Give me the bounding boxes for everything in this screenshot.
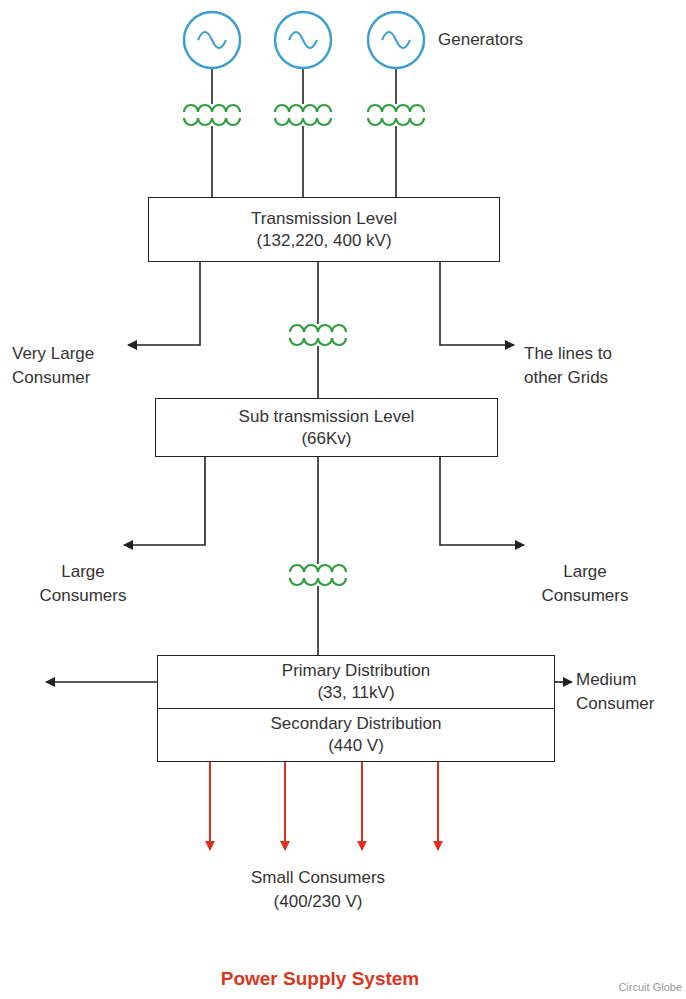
level-box: Transmission Level(132,220, 400 kV) [148, 197, 500, 262]
voltage-value: (440 V) [328, 735, 384, 757]
level-box: Secondary Distribution(440 V) [157, 708, 555, 762]
transformer-coil [275, 105, 331, 112]
branch-arrow [440, 457, 524, 545]
sine-symbol [198, 32, 226, 48]
voltage-value: (66Kv) [301, 428, 351, 450]
level-name: Secondary Distribution [270, 713, 441, 735]
level-box: Primary Distribution(33, 11kV) [157, 655, 555, 709]
branch-arrow [128, 262, 200, 345]
consumer-label: Medium Consumer [576, 668, 680, 716]
generator-lead [395, 68, 397, 197]
consumer-label: Very Large Consumer [12, 342, 122, 390]
transformer-coil [184, 105, 240, 112]
transformer-gap [286, 324, 350, 346]
generator-label: Generators [438, 28, 568, 52]
level-name: Sub transmission Level [239, 406, 415, 428]
generator-symbol [275, 12, 331, 68]
figure-caption: Power Supply System [120, 968, 520, 990]
transformer-coil [290, 325, 346, 332]
voltage-value: (132,220, 400 kV) [256, 230, 391, 252]
transformer-coil [290, 338, 346, 345]
level-name: Transmission Level [251, 208, 397, 230]
feed-line [317, 457, 319, 655]
transformer-gap [286, 564, 350, 586]
supply-arrow [437, 760, 439, 850]
generator-symbol [368, 12, 424, 68]
branch-arrow [555, 681, 572, 683]
sine-symbol [289, 32, 317, 48]
branch-arrow [440, 262, 514, 345]
transformer-coil [368, 105, 424, 112]
level-name: Primary Distribution [282, 660, 430, 682]
transformer-coil [184, 118, 240, 125]
consumer-label: Small Consumers (400/230 V) [228, 866, 408, 914]
watermark: Circuit Globe [590, 980, 682, 994]
generator-symbol [184, 12, 240, 68]
sine-symbol [382, 32, 410, 48]
voltage-value: (33, 11kV) [317, 682, 394, 704]
consumer-label: Large Consumers [520, 560, 650, 608]
generator-lead [211, 68, 213, 197]
consumer-label: Large Consumers [18, 560, 148, 608]
transformer-gap [180, 104, 244, 126]
generator-lead [302, 68, 304, 197]
transformer-gap [271, 104, 335, 126]
level-box: Sub transmission Level(66Kv) [155, 398, 498, 457]
branch-arrow [124, 457, 205, 545]
transformer-coil [368, 118, 424, 125]
transformer-coil [275, 118, 331, 125]
transformer-coil [290, 578, 346, 585]
supply-arrow [361, 760, 363, 850]
branch-arrow [46, 681, 157, 683]
supply-arrow [284, 760, 286, 850]
supply-arrow [209, 760, 211, 850]
transformer-coil [290, 565, 346, 572]
transformer-gap [364, 104, 428, 126]
grid-label: The lines to other Grids [524, 342, 649, 390]
